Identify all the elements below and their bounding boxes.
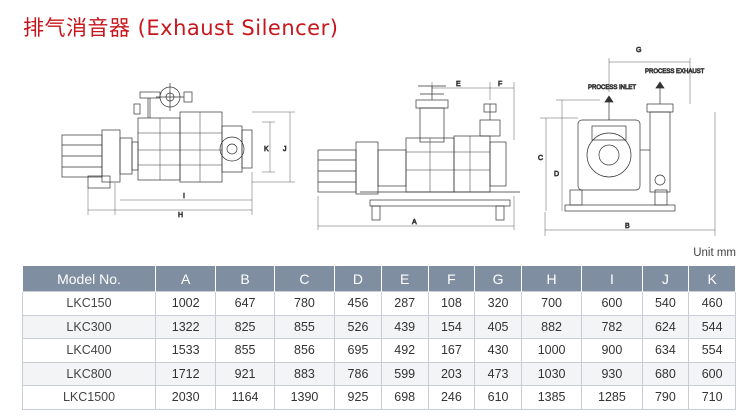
- cell: 882: [520, 314, 583, 339]
- cell-model: LKC300: [22, 314, 156, 339]
- table-header-row: Model No. A B C D E F G H I J K: [22, 265, 736, 292]
- unit-label: Unit mm: [693, 247, 736, 259]
- cell: 855: [215, 338, 275, 363]
- table-row: LKC400 1533 855 856 695 492 167 430 1000…: [22, 338, 736, 363]
- cell: 600: [688, 361, 736, 386]
- dim-label-F: F: [498, 81, 502, 88]
- cell: 921: [215, 361, 275, 386]
- cell: 554: [688, 338, 736, 363]
- cell: 900: [581, 338, 643, 363]
- cell: 1390: [273, 385, 336, 410]
- cell: 154: [427, 314, 476, 339]
- cell: 790: [641, 385, 690, 410]
- header-D: D: [334, 265, 382, 292]
- cell-model: LKC150: [22, 291, 156, 316]
- table-row: LKC1500 2030 1164 1390 925 698 246 610 1…: [22, 385, 736, 410]
- header-H: H: [520, 265, 583, 292]
- dim-label-E: E: [456, 81, 461, 88]
- cell-model: LKC800: [22, 361, 156, 386]
- cell: 600: [581, 291, 643, 316]
- cell: 782: [581, 314, 643, 339]
- process-inlet-label: PROCESS INLET: [588, 85, 636, 91]
- cell: 456: [334, 291, 382, 316]
- cell: 1002: [154, 291, 217, 316]
- header-C: C: [273, 265, 336, 292]
- header-G: G: [474, 265, 522, 292]
- cell: 1164: [215, 385, 275, 410]
- table-row: LKC300 1322 825 855 526 439 154 405 882 …: [22, 314, 736, 339]
- dim-label-K: K: [264, 146, 269, 153]
- cell: 856: [273, 338, 336, 363]
- header-F: F: [427, 265, 476, 292]
- cell: 167: [427, 338, 476, 363]
- cell: 698: [380, 385, 429, 410]
- technical-drawings: I H K J: [0, 40, 750, 240]
- page-title: 排气消音器 (Exhaust Silencer): [23, 16, 339, 40]
- header-J: J: [641, 265, 690, 292]
- header-K: K: [688, 265, 736, 292]
- cell-model: LKC1500: [22, 385, 156, 410]
- cell: 492: [380, 338, 429, 363]
- cell: 1030: [520, 361, 583, 386]
- dim-label-D: D: [554, 171, 559, 178]
- dim-label-H: H: [178, 212, 183, 219]
- cell: 780: [273, 291, 336, 316]
- cell: 2030: [154, 385, 217, 410]
- cell: 1322: [154, 314, 217, 339]
- cell: 287: [380, 291, 429, 316]
- cell: 1000: [520, 338, 583, 363]
- dim-label-B: B: [625, 223, 630, 230]
- drawings-svg: I H K J: [61, 47, 716, 236]
- cell: 320: [474, 291, 522, 316]
- dim-label-J: J: [283, 146, 287, 153]
- cell: 430: [474, 338, 522, 363]
- header-B: B: [215, 265, 275, 292]
- cell: 540: [641, 291, 690, 316]
- cell: 634: [641, 338, 690, 363]
- drawing-top-view: [61, 83, 295, 215]
- cell: 930: [581, 361, 643, 386]
- header-model: Model No.: [22, 265, 156, 292]
- dim-label-C: C: [538, 155, 543, 162]
- table-row: LKC150 1002 647 780 456 287 108 320 700 …: [22, 291, 736, 316]
- cell: 786: [334, 361, 382, 386]
- cell: 203: [427, 361, 476, 386]
- cell: 610: [474, 385, 522, 410]
- cell: 624: [641, 314, 690, 339]
- cell: 680: [641, 361, 690, 386]
- header-A: A: [154, 265, 217, 292]
- dim-label-A: A: [412, 219, 417, 226]
- cell: 473: [474, 361, 522, 386]
- cell-model: LKC400: [22, 338, 156, 363]
- cell: 544: [688, 314, 736, 339]
- cell: 647: [215, 291, 275, 316]
- dim-label-G: G: [636, 47, 641, 54]
- cell: 460: [688, 291, 736, 316]
- cell: 825: [215, 314, 275, 339]
- cell: 700: [520, 291, 583, 316]
- cell: 855: [273, 314, 336, 339]
- header-E: E: [380, 265, 429, 292]
- cell: 246: [427, 385, 476, 410]
- table-row: LKC800 1712 921 883 786 599 203 473 1030…: [22, 361, 736, 386]
- process-exhaust-label: PROCESS EXHAUST: [645, 69, 705, 75]
- cell: 925: [334, 385, 382, 410]
- cell: 1533: [154, 338, 217, 363]
- drawing-side-view: [317, 82, 520, 230]
- cell: 1712: [154, 361, 217, 386]
- drawing-end-view: [540, 58, 716, 236]
- cell: 439: [380, 314, 429, 339]
- header-I: I: [581, 265, 643, 292]
- cell: 1285: [581, 385, 643, 410]
- cell: 599: [380, 361, 429, 386]
- cell: 1385: [520, 385, 583, 410]
- cell: 405: [474, 314, 522, 339]
- cell: 526: [334, 314, 382, 339]
- cell: 108: [427, 291, 476, 316]
- cell: 695: [334, 338, 382, 363]
- cell: 883: [273, 361, 336, 386]
- dim-label-I: I: [183, 193, 185, 200]
- spec-table: Model No. A B C D E F G H I J K LKC150 1…: [22, 265, 736, 410]
- cell: 710: [688, 385, 736, 410]
